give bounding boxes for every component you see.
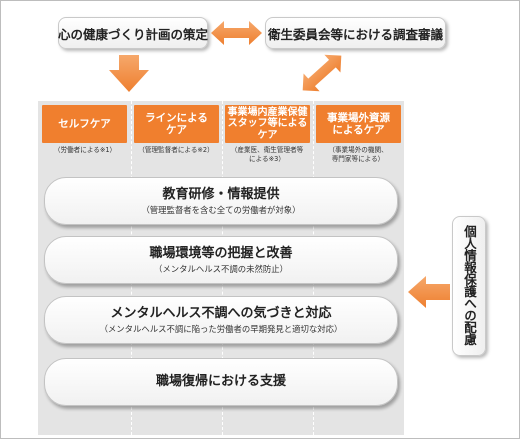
line-care-note: （管理監督者による※2） xyxy=(138,146,214,154)
measure-title: 職場環境等の把握と改善 xyxy=(149,245,293,261)
plan-formulation-box: 心の健康づくり計画の策定 xyxy=(58,17,208,49)
down-arrow xyxy=(109,55,149,92)
measure-title: 教育研修・情報提供 xyxy=(162,186,280,202)
line-care-box: ラインによる ケア xyxy=(134,105,219,143)
diagonal-double-arrow xyxy=(302,54,342,92)
internal-staff-care-box: 事業場内産業保健 スタッフ等による ケア xyxy=(225,105,310,143)
external-resource-care-box: 事業場外資源 によるケア xyxy=(316,105,401,143)
measure-title: 職場復帰における支援 xyxy=(155,374,286,389)
committee-deliberation-box: 衛生委員会等における調査審議 xyxy=(265,17,446,49)
plan-formulation-label: 心の健康づくり計画の策定 xyxy=(58,26,209,42)
measure-subtitle: （管理監督者を含む全ての労働者が対象） xyxy=(141,204,301,215)
committee-deliberation-label: 衛生委員会等における調査審議 xyxy=(267,26,443,42)
measure-education: 教育研修・情報提供 （管理監督者を含む全ての労働者が対象） xyxy=(44,177,398,225)
internal-staff-care-note: （産業医、衛生管理者等 による※3） xyxy=(230,146,304,163)
self-care-note: （労働者による※1） xyxy=(53,146,117,154)
measure-awareness: メンタルヘルス不調への気づきと対応 （メンタルヘルス不調に陥った労働者の早期発見… xyxy=(44,296,398,344)
left-arrow xyxy=(408,276,450,308)
measure-subtitle: （メンタルヘルス不調の未然防止） xyxy=(154,263,288,274)
privacy-box: 個人情報保護への配慮 xyxy=(452,216,486,356)
self-care-box: セルフケア xyxy=(42,105,127,143)
measure-subtitle: （メンタルヘルス不調に陥った労働者の早期発見と適切な対応） xyxy=(99,323,343,334)
privacy-label: 個人情報保護への配慮 xyxy=(462,225,477,345)
external-resource-care-note: （事業場外の機関、 専門家等による） xyxy=(328,146,388,163)
double-arrow xyxy=(211,21,262,45)
measure-environment: 職場環境等の把握と改善 （メンタルヘルス不調の未然防止） xyxy=(44,236,398,284)
measure-return-support: 職場復帰における支援 xyxy=(44,358,398,406)
measure-title: メンタルヘルス不調への気づきと対応 xyxy=(110,305,332,321)
